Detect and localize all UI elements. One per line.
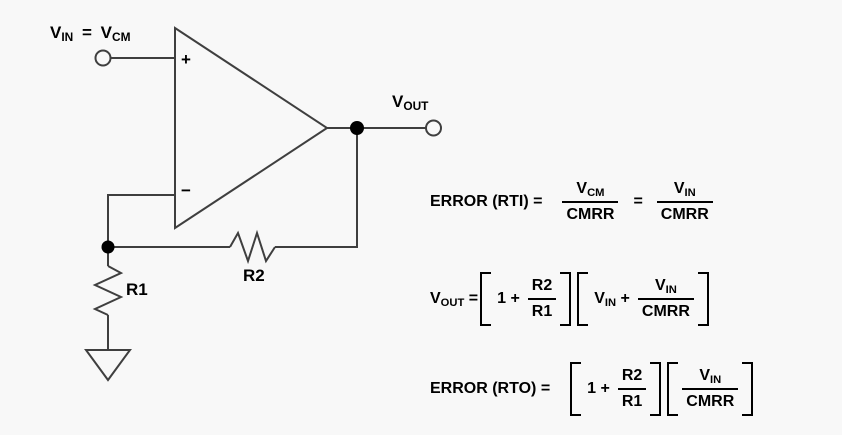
- vout-term2-v: V: [594, 289, 605, 307]
- equation-vout: VOUT = 1 + R2 R1 VIN + VIN CMRR: [430, 272, 709, 326]
- input-voltage-label: VIN = VCM: [50, 23, 131, 45]
- input-label-equals: =: [81, 23, 92, 42]
- bracket-open: [667, 362, 679, 416]
- rto-frac2-numerator: VIN: [695, 367, 725, 388]
- rti-frac1-num-sub: CM: [587, 187, 605, 200]
- vout-frac2-numerator: VIN: [651, 277, 681, 298]
- rti-frac1-num-base: V: [576, 180, 588, 197]
- input-terminal-icon: [94, 49, 112, 67]
- rti-frac1-numerator: VCM: [572, 180, 608, 201]
- vout-frac2-denominator: CMRR: [637, 298, 694, 321]
- vout-r1: R1: [527, 298, 557, 321]
- rti-equals: =: [633, 193, 643, 211]
- vout-base: V: [392, 92, 404, 111]
- vout-eq-v-sub: OUT: [440, 296, 465, 309]
- vout-term2-v-sub: IN: [604, 296, 617, 309]
- vin-base: V: [50, 23, 62, 42]
- vcm-subscript: CM: [112, 30, 131, 45]
- rti-frac1-denominator: CMRR: [562, 201, 619, 224]
- rti-frac2-numerator: VIN: [670, 180, 700, 201]
- vcm-base: V: [100, 23, 112, 42]
- equation-error-rto: ERROR (RTO) = 1 + R2 R1 VIN CMRR: [430, 362, 754, 416]
- rti-frac2-num-sub: IN: [684, 187, 696, 200]
- vout-frac2-num-sub: IN: [665, 283, 677, 296]
- rti-frac2-denominator: CMRR: [656, 201, 713, 224]
- feedback-wire-right: [275, 128, 358, 248]
- vout-eq-equals: =: [468, 289, 479, 307]
- vout-eq-v: V: [430, 289, 441, 307]
- bracket-open: [570, 362, 582, 416]
- vout-fraction-vin-cmrr: VIN CMRR: [637, 277, 694, 322]
- inverting-input-wire: [107, 194, 175, 247]
- opamp-triangle-icon: [174, 26, 329, 230]
- rti-fraction-vcm-cmrr: VCM CMRR: [562, 180, 619, 225]
- bracket-close: [650, 362, 662, 416]
- feedback-junction-dot: [101, 240, 115, 254]
- rto-lhs: ERROR (RTO) =: [430, 379, 551, 397]
- rto-frac2-num-sub: IN: [710, 373, 722, 386]
- bracket-open: [480, 272, 492, 326]
- bracket-close: [742, 362, 754, 416]
- resistor-r2-label: R2: [243, 266, 265, 285]
- rto-term1-pre: 1 +: [587, 379, 610, 397]
- opamp-plus-input-sign: +: [181, 50, 191, 69]
- output-junction-dot: [350, 121, 364, 135]
- rto-fraction-vin-cmrr: VIN CMRR: [682, 367, 739, 412]
- vout-term2-vin: VIN +: [594, 289, 630, 309]
- resistor-r2-icon: [229, 229, 276, 265]
- vout-frac2-num-base: V: [654, 276, 666, 294]
- bracket-open: [577, 272, 589, 326]
- output-terminal-icon: [425, 119, 442, 137]
- output-voltage-label: VOUT: [392, 92, 429, 114]
- rti-fraction-vin-cmrr: VIN CMRR: [656, 180, 713, 225]
- rto-frac2-num-base: V: [699, 366, 711, 384]
- vout-fraction-r2-r1: R2 R1: [527, 276, 557, 322]
- rti-frac2-num-base: V: [673, 180, 685, 197]
- resistor-r1-icon: [92, 265, 124, 316]
- rto-r2: R2: [621, 366, 643, 384]
- rto-frac2-denominator: CMRR: [682, 388, 739, 411]
- resistor-r1-label: R1: [126, 280, 148, 299]
- bracket-close: [697, 272, 709, 326]
- opamp-minus-input-sign: −: [181, 181, 191, 200]
- rto-r1: R1: [617, 388, 647, 411]
- vin-subscript: IN: [61, 30, 74, 45]
- vout-eq-lhs: VOUT =: [430, 289, 479, 309]
- ground-icon: [84, 349, 132, 382]
- vout-subscript: OUT: [403, 99, 429, 114]
- vout-r2: R2: [531, 276, 553, 294]
- rti-lhs: ERROR (RTI) =: [430, 193, 543, 211]
- equation-error-rti: ERROR (RTI) = VCM CMRR = VIN CMRR: [430, 180, 713, 225]
- vout-term1-pre: 1 +: [497, 289, 520, 307]
- vout-term2-plus: +: [620, 289, 630, 307]
- rto-fraction-r2-r1: R2 R1: [617, 366, 647, 412]
- bracket-close: [560, 272, 572, 326]
